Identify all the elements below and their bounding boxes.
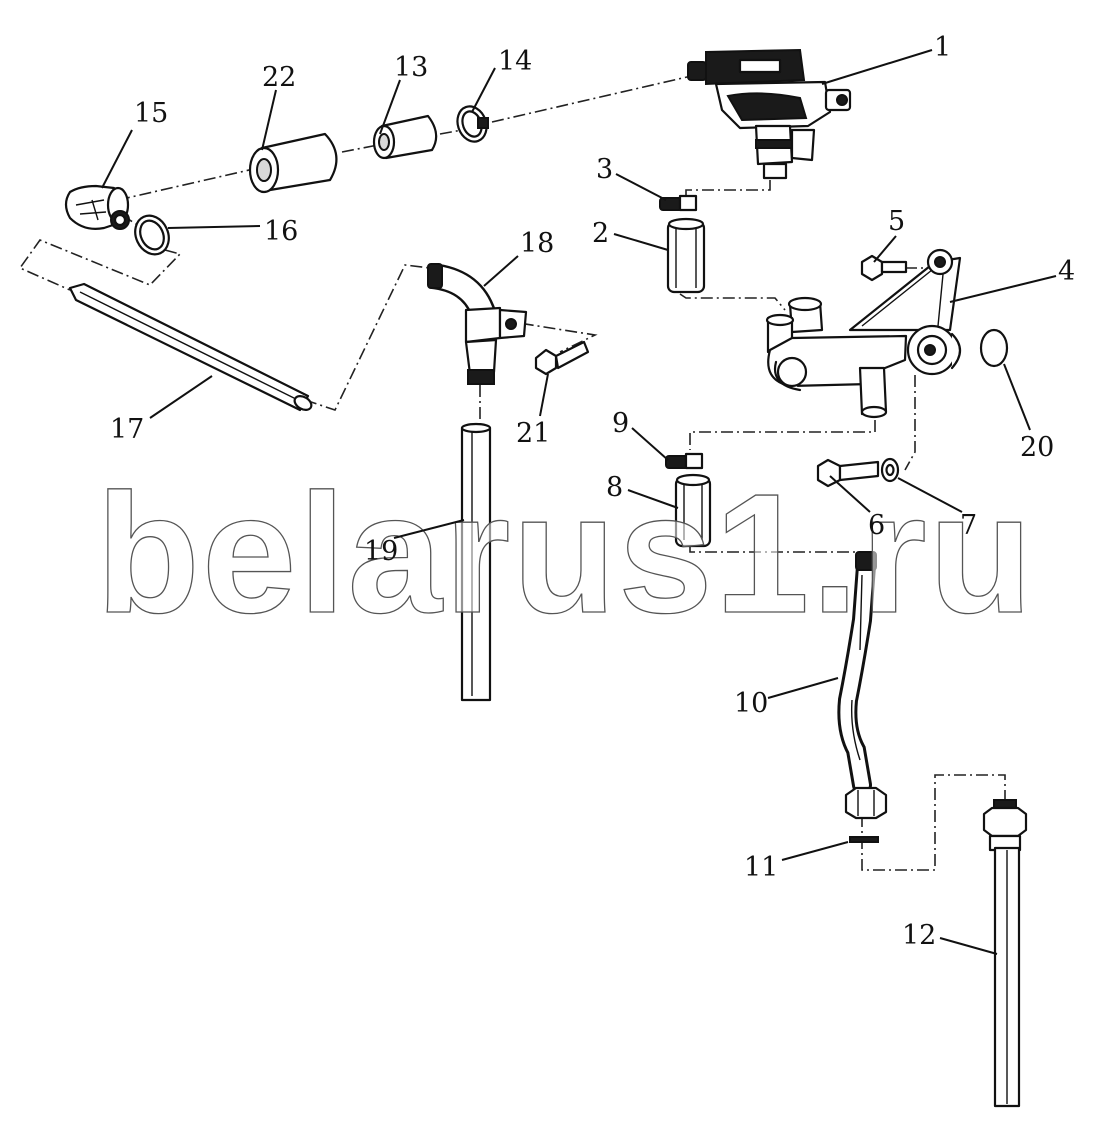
callout-7: 7 — [960, 510, 977, 541]
callout-17: 17 — [110, 414, 144, 445]
callout-10: 10 — [734, 688, 768, 719]
callout-13: 13 — [394, 52, 428, 83]
part-21-bolt — [534, 340, 590, 376]
callout-21: 21 — [516, 418, 550, 449]
part-10-bent-pipe — [837, 551, 888, 820]
part-13-short-sleeve — [372, 114, 438, 160]
callout-labels: 1 2 3 4 5 6 7 8 9 10 11 12 13 14 15 16 1… — [110, 32, 1075, 951]
callout-20: 20 — [1020, 432, 1054, 463]
part-16-hose-clamp — [134, 214, 170, 256]
callout-12: 12 — [902, 920, 936, 951]
callout-8: 8 — [606, 472, 623, 503]
part-17-long-hose — [68, 282, 313, 412]
part-15-elbow-cap — [64, 184, 130, 230]
callout-11: 11 — [744, 852, 778, 883]
part-5-bolt — [860, 254, 908, 282]
part-2-hose — [666, 217, 706, 294]
callout-9: 9 — [612, 408, 629, 439]
part-9-clip — [665, 452, 704, 470]
callout-22: 22 — [262, 62, 296, 93]
part-3-clip — [659, 194, 698, 212]
callout-14: 14 — [498, 46, 532, 77]
callout-5: 5 — [888, 206, 905, 237]
part-6-bolt — [816, 458, 880, 488]
callout-4: 4 — [1058, 256, 1075, 287]
callout-3: 3 — [596, 154, 613, 185]
part-8-hose — [674, 473, 712, 548]
part-22-hose-sleeve — [248, 132, 338, 194]
watermark-text: belarus1.ru — [96, 459, 1035, 649]
callout-18: 18 — [520, 228, 554, 259]
callout-2: 2 — [592, 218, 609, 249]
leader-lines — [101, 49, 1057, 955]
part-20-o-ring — [979, 328, 1009, 368]
part-4-bracket-tee — [765, 248, 962, 419]
callout-6: 6 — [868, 510, 885, 541]
part-19-tube — [460, 422, 492, 702]
part-1-valve-body — [687, 48, 852, 180]
callout-19: 19 — [364, 536, 398, 567]
callout-16: 16 — [264, 216, 298, 247]
part-14-clamp — [456, 105, 489, 143]
part-12-pipe-fitting — [982, 799, 1028, 1108]
callout-1: 1 — [934, 32, 951, 63]
callout-15: 15 — [134, 98, 168, 129]
part-11-gasket — [849, 836, 879, 843]
part-18-elbow-pipe — [427, 263, 528, 385]
part-7-washer — [880, 457, 900, 483]
